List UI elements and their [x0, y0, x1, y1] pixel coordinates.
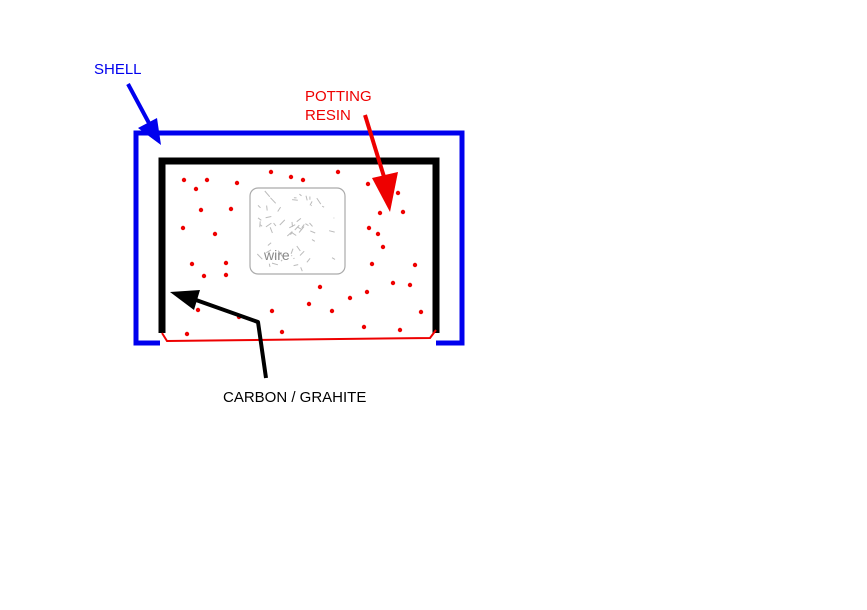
wire-strand — [291, 254, 293, 257]
wire-strand — [328, 230, 335, 233]
wire-strand — [331, 257, 336, 260]
potting-resin-label-line2: RESIN — [305, 107, 351, 124]
wire-strand — [292, 199, 298, 201]
resin-dot — [268, 169, 274, 175]
resin-dot — [400, 209, 406, 215]
wire-strand — [268, 263, 271, 268]
wire-strand — [299, 250, 305, 256]
wire-strand — [270, 197, 277, 204]
resin-dot — [395, 190, 401, 196]
wire-strand — [271, 262, 279, 266]
shell-label: SHELL — [94, 61, 142, 78]
carbon-layer — [158, 157, 440, 333]
wire-strand — [256, 253, 263, 260]
wire-strand — [310, 230, 316, 234]
resin-dot — [365, 181, 371, 187]
potting-resin-label-line1: POTTING — [305, 88, 372, 105]
resin-dot — [377, 210, 383, 216]
wire-strand — [267, 242, 272, 246]
wire-strand — [266, 249, 272, 254]
resin-dot — [380, 244, 386, 250]
resin-dot — [407, 282, 413, 288]
wire-strand — [321, 205, 325, 208]
resin-dot — [204, 177, 210, 183]
wire-strand — [280, 259, 283, 262]
wire-strands — [256, 190, 336, 272]
wire-strand — [290, 248, 294, 254]
wire-strand — [299, 193, 302, 197]
potting-resin-arrow — [363, 114, 398, 212]
resin-dot — [366, 225, 372, 231]
wire-strand — [264, 190, 271, 198]
resin-dot — [418, 309, 424, 315]
shell-arrow — [126, 83, 161, 145]
resin-dot — [223, 260, 229, 266]
wire-strand — [291, 221, 293, 227]
wire-strand — [290, 231, 293, 236]
wire-strand — [293, 264, 299, 267]
wire-strand — [257, 205, 261, 209]
wire: wire — [249, 187, 346, 275]
carbon-arrow — [170, 290, 268, 379]
wire-strand — [265, 222, 272, 228]
wire-strand — [296, 226, 303, 230]
shell-outline — [133, 130, 465, 346]
carbon-label: CARBON / GRAHITE — [223, 389, 366, 406]
wire-strand — [265, 216, 272, 219]
resin-dot — [189, 261, 195, 267]
resin-dot — [375, 231, 381, 237]
resin-dot — [347, 295, 353, 301]
resin-dot — [279, 329, 285, 335]
resin-dot — [269, 308, 275, 314]
wire-strand — [277, 206, 282, 212]
resin-dot — [193, 186, 199, 192]
resin-dot — [180, 225, 186, 231]
wire-strand — [286, 231, 293, 237]
resin-dot — [397, 327, 403, 333]
resin-dot — [306, 301, 312, 307]
resin-dot — [228, 206, 234, 212]
wire-strand — [306, 257, 311, 263]
resin-dot — [288, 174, 294, 180]
wire-strand — [305, 223, 309, 227]
resin-dot — [181, 177, 187, 183]
wire-strand — [296, 218, 302, 223]
wire-strand — [305, 195, 308, 201]
wire-strand — [300, 267, 303, 272]
resin-dot — [390, 280, 396, 286]
wire-strand — [296, 245, 301, 252]
resin-dot — [300, 177, 306, 183]
resin-dot — [201, 273, 207, 279]
wire-strand — [311, 239, 316, 242]
wire-strand — [277, 250, 283, 257]
wire-strand — [279, 219, 286, 226]
resin-dot — [329, 308, 335, 314]
wire-strand — [269, 227, 273, 234]
wire-strand — [316, 197, 322, 205]
resin-dot — [234, 180, 240, 186]
resin-dot — [184, 331, 190, 337]
potting-bottom-line — [161, 329, 437, 343]
resin-dot — [198, 207, 204, 213]
wire-strand — [301, 224, 305, 229]
wire-strand — [257, 217, 262, 221]
resin-dot — [412, 262, 418, 268]
resin-dot — [317, 284, 323, 290]
resin-dot — [335, 169, 341, 175]
wire-strand — [294, 224, 300, 231]
resin-dot — [212, 231, 218, 237]
resin-dot — [223, 272, 229, 278]
resin-dot — [364, 289, 370, 295]
resin-dot — [361, 324, 367, 330]
wire-outline — [249, 187, 346, 275]
resin-dot — [195, 307, 201, 313]
potting-resin-particles — [180, 169, 424, 337]
resin-dot — [369, 261, 375, 267]
wire-strand — [309, 222, 313, 227]
wire-label: wire — [263, 247, 290, 263]
wire-strand — [309, 201, 313, 206]
wire-strand — [273, 222, 277, 227]
wire-strand — [266, 205, 268, 211]
